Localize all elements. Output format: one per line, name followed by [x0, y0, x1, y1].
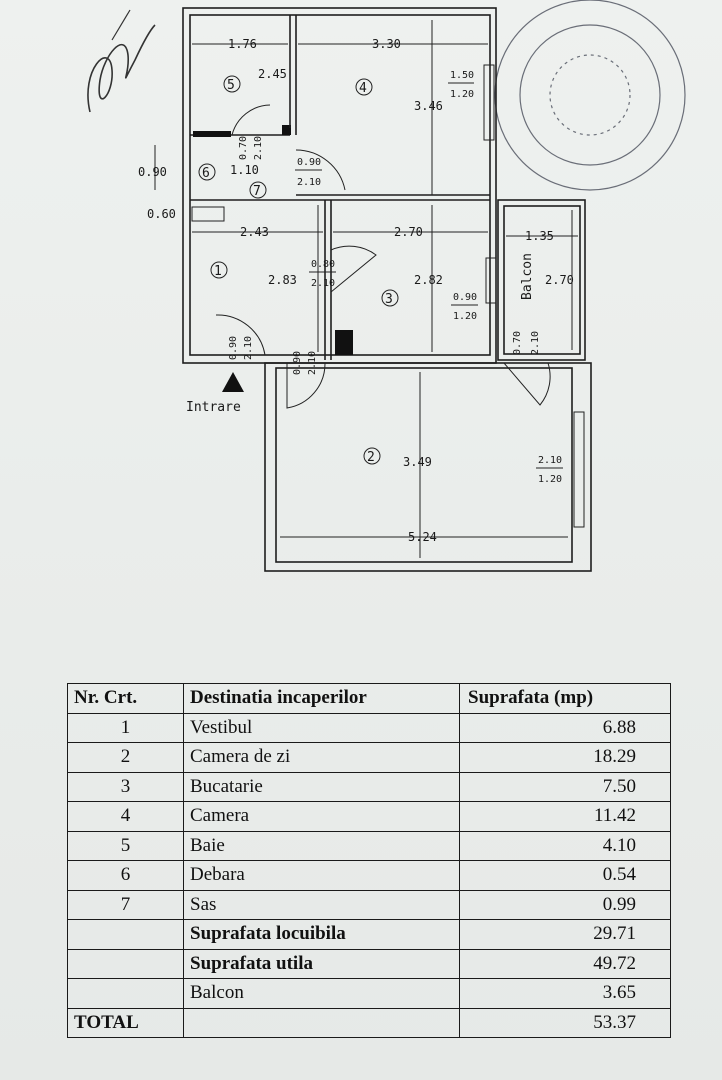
- dim-label: 2.70: [545, 273, 574, 287]
- table-header: Nr. Crt. Destinatia incaperilor Suprafat…: [67, 683, 671, 714]
- room-markers: 5 4 6 7 1 3 2: [198, 75, 399, 465]
- row-nr: 1: [67, 712, 184, 743]
- summary-area: 49.72: [459, 948, 671, 979]
- door-arcs: [215, 104, 551, 409]
- header-area: Suprafata (mp): [459, 683, 671, 714]
- dim-label: 1.20: [450, 89, 474, 100]
- dim-label: 2.83: [268, 273, 297, 287]
- table-row: 7 Sas 0.99: [67, 889, 671, 920]
- table-row: 2 Camera de zi 18.29: [67, 742, 671, 773]
- row-area: 4.10: [459, 830, 671, 861]
- dim-label: 1.10: [230, 163, 259, 177]
- row-nr: 7: [67, 889, 184, 920]
- room-number: 6: [202, 166, 210, 181]
- dim-label: 2.43: [240, 225, 269, 239]
- dim-label: 0.70: [512, 331, 523, 355]
- dim-label: 1.50: [450, 70, 474, 81]
- total-area: 53.37: [459, 1007, 671, 1038]
- row-name: Sas: [183, 889, 460, 920]
- summary-row: Balcon 3.65: [67, 978, 671, 1009]
- row-name: Camera: [183, 801, 460, 832]
- dim-label: 2.10: [307, 351, 318, 375]
- dim-label: 0.60: [147, 207, 176, 221]
- dim-label: 2.10: [243, 336, 254, 360]
- table-row: 5 Baie 4.10: [67, 830, 671, 861]
- areas-table: Nr. Crt. Destinatia incaperilor Suprafat…: [67, 683, 671, 1038]
- dim-label: 2.70: [394, 225, 423, 239]
- table-row: 3 Bucatarie 7.50: [67, 771, 671, 802]
- room-number: 2: [367, 450, 375, 465]
- dim-label: 1.76: [228, 37, 257, 51]
- dim-label: 0.90: [292, 351, 303, 375]
- dim-label: 2.10: [538, 455, 562, 466]
- signature: [87, 24, 156, 113]
- dim-label: 2.10: [253, 136, 264, 160]
- dimension-labels: 1.76 3.30 2.45 3.46 1.50 1.20 0.70 2.10 …: [138, 37, 574, 544]
- table-row: 1 Vestibul 6.88: [67, 712, 671, 743]
- entrance-label: Intrare: [186, 400, 241, 415]
- summary-area: 29.71: [459, 919, 671, 950]
- windows: [483, 64, 585, 528]
- header-nr: Nr. Crt.: [67, 683, 184, 714]
- row-area: 0.99: [459, 889, 671, 920]
- entrance-arrow-icon: [222, 372, 244, 392]
- dim-label: 2.10: [530, 331, 541, 355]
- dimension-lines: [154, 20, 578, 558]
- room-number: 5: [227, 78, 235, 93]
- official-stamp: [494, 0, 686, 191]
- row-name: Baie: [183, 830, 460, 861]
- room-number: 4: [359, 81, 367, 96]
- dim-label: 0.70: [238, 136, 249, 160]
- row-nr: 6: [67, 860, 184, 891]
- dim-label: 0.90: [453, 292, 477, 303]
- header-name: Destinatia incaperilor: [183, 683, 460, 714]
- dim-label: 0.90: [297, 157, 321, 168]
- dim-label: 3.46: [414, 99, 443, 113]
- row-name: Vestibul: [183, 712, 460, 743]
- row-name: Bucatarie: [183, 771, 460, 802]
- total-label: TOTAL: [67, 1007, 184, 1038]
- dim-label: 1.35: [525, 229, 554, 243]
- summary-name: Suprafata locuibila: [183, 919, 460, 950]
- row-area: 0.54: [459, 860, 671, 891]
- row-area: 18.29: [459, 742, 671, 773]
- row-name: Debara: [183, 860, 460, 891]
- dim-label: 3.49: [403, 455, 432, 469]
- dim-label: 3.30: [372, 37, 401, 51]
- dim-label: 1.20: [538, 474, 562, 485]
- dim-label: 2.10: [311, 278, 335, 289]
- row-nr: 5: [67, 830, 184, 861]
- table-row: 6 Debara 0.54: [67, 860, 671, 891]
- row-area: 11.42: [459, 801, 671, 832]
- row-nr: 2: [67, 742, 184, 773]
- table-row: 4 Camera 11.42: [67, 801, 671, 832]
- floor-plan: 5 4 6 7 1 3 2 1.76 3.30 2.45 3.46 1.50 1…: [87, 0, 686, 572]
- total-row: TOTAL 53.37: [67, 1007, 671, 1038]
- dim-label: 2.82: [414, 273, 443, 287]
- summary-row: Suprafata utila 49.72: [67, 948, 671, 979]
- room-number: 7: [253, 184, 261, 199]
- summary-area: 3.65: [459, 978, 671, 1009]
- dim-label: 5.24: [408, 530, 437, 544]
- room-number: 3: [385, 292, 393, 307]
- dim-label: 0.90: [228, 336, 239, 360]
- summary-name: Balcon: [183, 978, 460, 1009]
- row-nr: 3: [67, 771, 184, 802]
- row-nr: 4: [67, 801, 184, 832]
- summary-name: Suprafata utila: [183, 948, 460, 979]
- summary-row: Suprafata locuibila 29.71: [67, 919, 671, 950]
- row-area: 7.50: [459, 771, 671, 802]
- dim-label: 2.10: [297, 177, 321, 188]
- balcony-label: Balcon: [520, 253, 535, 300]
- row-area: 6.88: [459, 712, 671, 743]
- dim-label: 1.20: [453, 311, 477, 322]
- dim-label: 2.45: [258, 67, 287, 81]
- room-number: 1: [214, 264, 222, 279]
- row-name: Camera de zi: [183, 742, 460, 773]
- dim-label: 0.80: [311, 259, 335, 270]
- dim-label: 0.90: [138, 165, 167, 179]
